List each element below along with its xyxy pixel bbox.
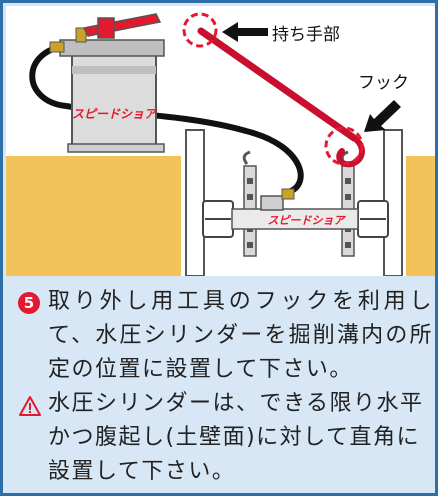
removal-tool-hook — [336, 135, 365, 168]
hook-arrow-icon — [364, 100, 401, 132]
step-number-badge: 5 — [18, 292, 40, 314]
wall-plate-left — [185, 129, 205, 276]
warning-text: 水圧シリンダーは、できる限り水平かつ腹起し(土壁面)に対して直角に設置して下さい… — [48, 391, 424, 484]
handle-label: 持ち手部 — [272, 25, 340, 45]
instruction-text: 5 取り外し用工具のフックを利用して、水圧シリンダーを掘削溝内の所定の位置に設置… — [18, 285, 433, 489]
hydraulic-cylinder — [231, 208, 359, 230]
installation-illustration: スピードショア — [6, 6, 435, 276]
handle-highlight-circle — [182, 12, 218, 48]
pump-brand-label: スピードショア — [72, 107, 158, 121]
soil-right — [406, 156, 435, 276]
soil-left — [6, 156, 181, 276]
step-text: 取り外し用工具のフックを利用して、水圧シリンダーを掘削溝内の所定の位置に設置して… — [48, 289, 433, 382]
hook-label: フック — [358, 73, 409, 93]
removal-tool-bar — [197, 27, 358, 142]
cylinder-post-right — [340, 150, 355, 257]
step-instruction: 5 取り外し用工具のフックを利用して、水圧シリンダーを掘削溝内の所定の位置に設置… — [18, 285, 433, 387]
handle-arrow-icon — [222, 22, 268, 42]
cylinder-post-left — [242, 150, 257, 257]
hook-highlight-circle — [324, 126, 364, 166]
warning-triangle-icon — [19, 396, 41, 416]
cylinder-brand-label: スピードショア — [268, 214, 347, 227]
warning-note: 水圧シリンダーは、できる限り水平かつ腹起し(土壁面)に対して直角に設置して下さい… — [18, 387, 433, 489]
hydraulic-pump — [49, 13, 165, 153]
